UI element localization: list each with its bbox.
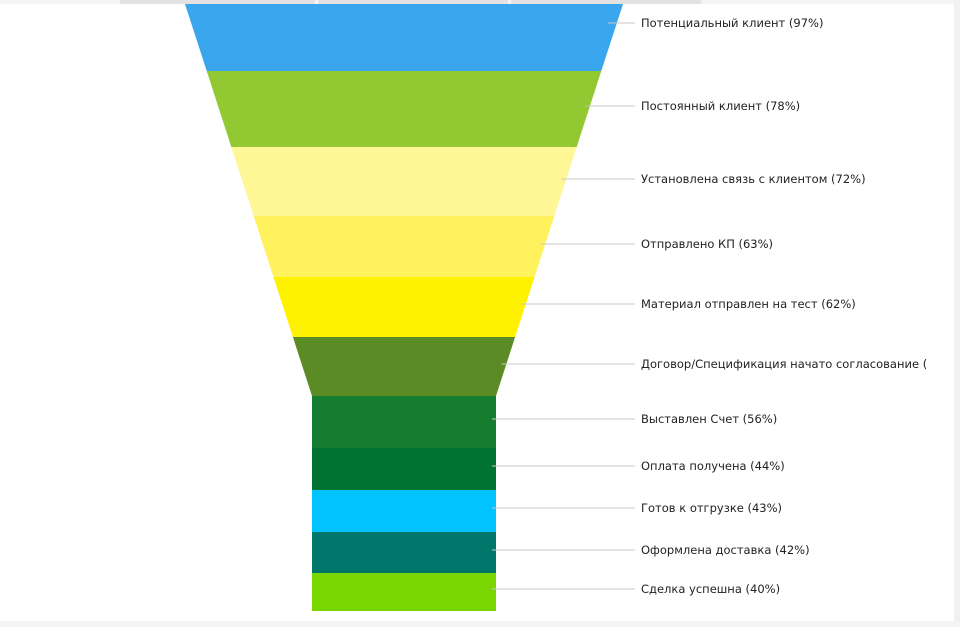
funnel-segment (312, 448, 496, 490)
funnel-segment (206, 71, 602, 147)
funnel-segment (292, 337, 516, 396)
window-right-edge (954, 0, 960, 627)
top-strip-tab (318, 0, 508, 4)
funnel-segment (312, 490, 496, 532)
funnel-labels: Потенциальный клиент (97%) Постоянный кли… (641, 16, 957, 596)
funnel-label: Выставлен Счет (56%) (641, 412, 777, 426)
top-strip-tab (120, 0, 315, 4)
funnel-segment (273, 277, 535, 337)
funnel-label: Отправлено КП (63%) (641, 237, 773, 251)
funnel-segments (185, 4, 623, 611)
funnel-segment (231, 147, 577, 216)
funnel-label: Постоянный клиент (78%) (641, 99, 800, 113)
funnel-label: Оформлена доставка (42%) (641, 543, 810, 557)
window-top-strip (0, 0, 960, 4)
funnel-label: Материал отправлен на тест (62%) (641, 297, 856, 311)
funnel-segment (312, 573, 496, 611)
funnel-segment (185, 4, 623, 71)
funnel-label: Установлена связь с клиентом (72%) (641, 172, 866, 186)
funnel-label: Потенциальный клиент (97%) (641, 16, 823, 30)
top-strip-tab (511, 0, 701, 4)
window-bottom-edge (0, 621, 960, 627)
funnel-segment (312, 396, 496, 448)
funnel-segment (312, 532, 496, 573)
funnel-segment (253, 216, 555, 277)
funnel-label: Договор/Спецификация начато согласование… (641, 357, 957, 371)
funnel-label: Оплата получена (44%) (641, 459, 785, 473)
funnel-label: Сделка успешна (40%) (641, 582, 780, 596)
label-connectors (492, 22, 635, 590)
funnel-label: Готов к отгрузке (43%) (641, 501, 782, 515)
